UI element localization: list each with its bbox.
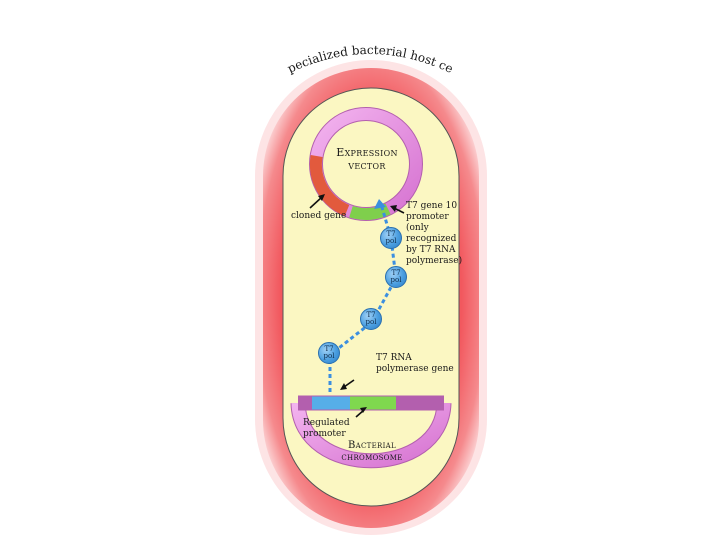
t7-pol-molecule-4: T7 pol xyxy=(318,342,340,364)
t7-pol-molecule-2: T7 pol xyxy=(385,266,407,288)
expression-vector-label-line-2: vector xyxy=(333,159,401,172)
t7-promoter-label-line-5: by T7 RNA xyxy=(406,245,462,256)
regulated-promoter-label-line-1: Regulated xyxy=(303,418,350,429)
t7-promoter-label: T7 gene 10 promoter (only recognized by … xyxy=(406,201,462,267)
t7-promoter-label-line-2: promoter xyxy=(406,212,462,223)
t7-promoter-label-line-6: polymerase) xyxy=(406,256,462,267)
t7-rna-polymerase-gene-segment xyxy=(350,397,396,410)
t7-promoter-label-line-4: recognized xyxy=(406,234,462,245)
t7-pol-molecule-1: T7 pol xyxy=(380,227,402,249)
regulated-promoter-label: Regulated promoter xyxy=(303,418,350,440)
t7-rna-polymerase-gene-label: T7 RNA polymerase gene xyxy=(376,353,454,375)
t7-rna-polymerase-gene-label-line-1: T7 RNA xyxy=(376,353,454,364)
cloned-gene-label: cloned gene xyxy=(291,211,346,222)
bacterial-chromosome-label: Bacterial chromosome xyxy=(330,440,414,464)
t7-rna-polymerase-gene-label-line-2: polymerase gene xyxy=(376,364,454,375)
bacterial-chromosome-label-line-1: Bacterial xyxy=(330,440,414,452)
expression-vector-label: Expression vector xyxy=(333,146,401,172)
regulated-promoter-label-line-2: promoter xyxy=(303,429,350,440)
regulated-promoter-segment xyxy=(312,397,350,410)
bacterial-chromosome-label-line-2: chromosome xyxy=(330,452,414,464)
t7-promoter-label-line-1: T7 gene 10 xyxy=(406,201,462,212)
t7-promoter-label-line-3: (only xyxy=(406,223,462,234)
t7-pol-molecule-3: T7 pol xyxy=(360,308,382,330)
expression-vector-label-line-1: Expression xyxy=(333,146,401,159)
